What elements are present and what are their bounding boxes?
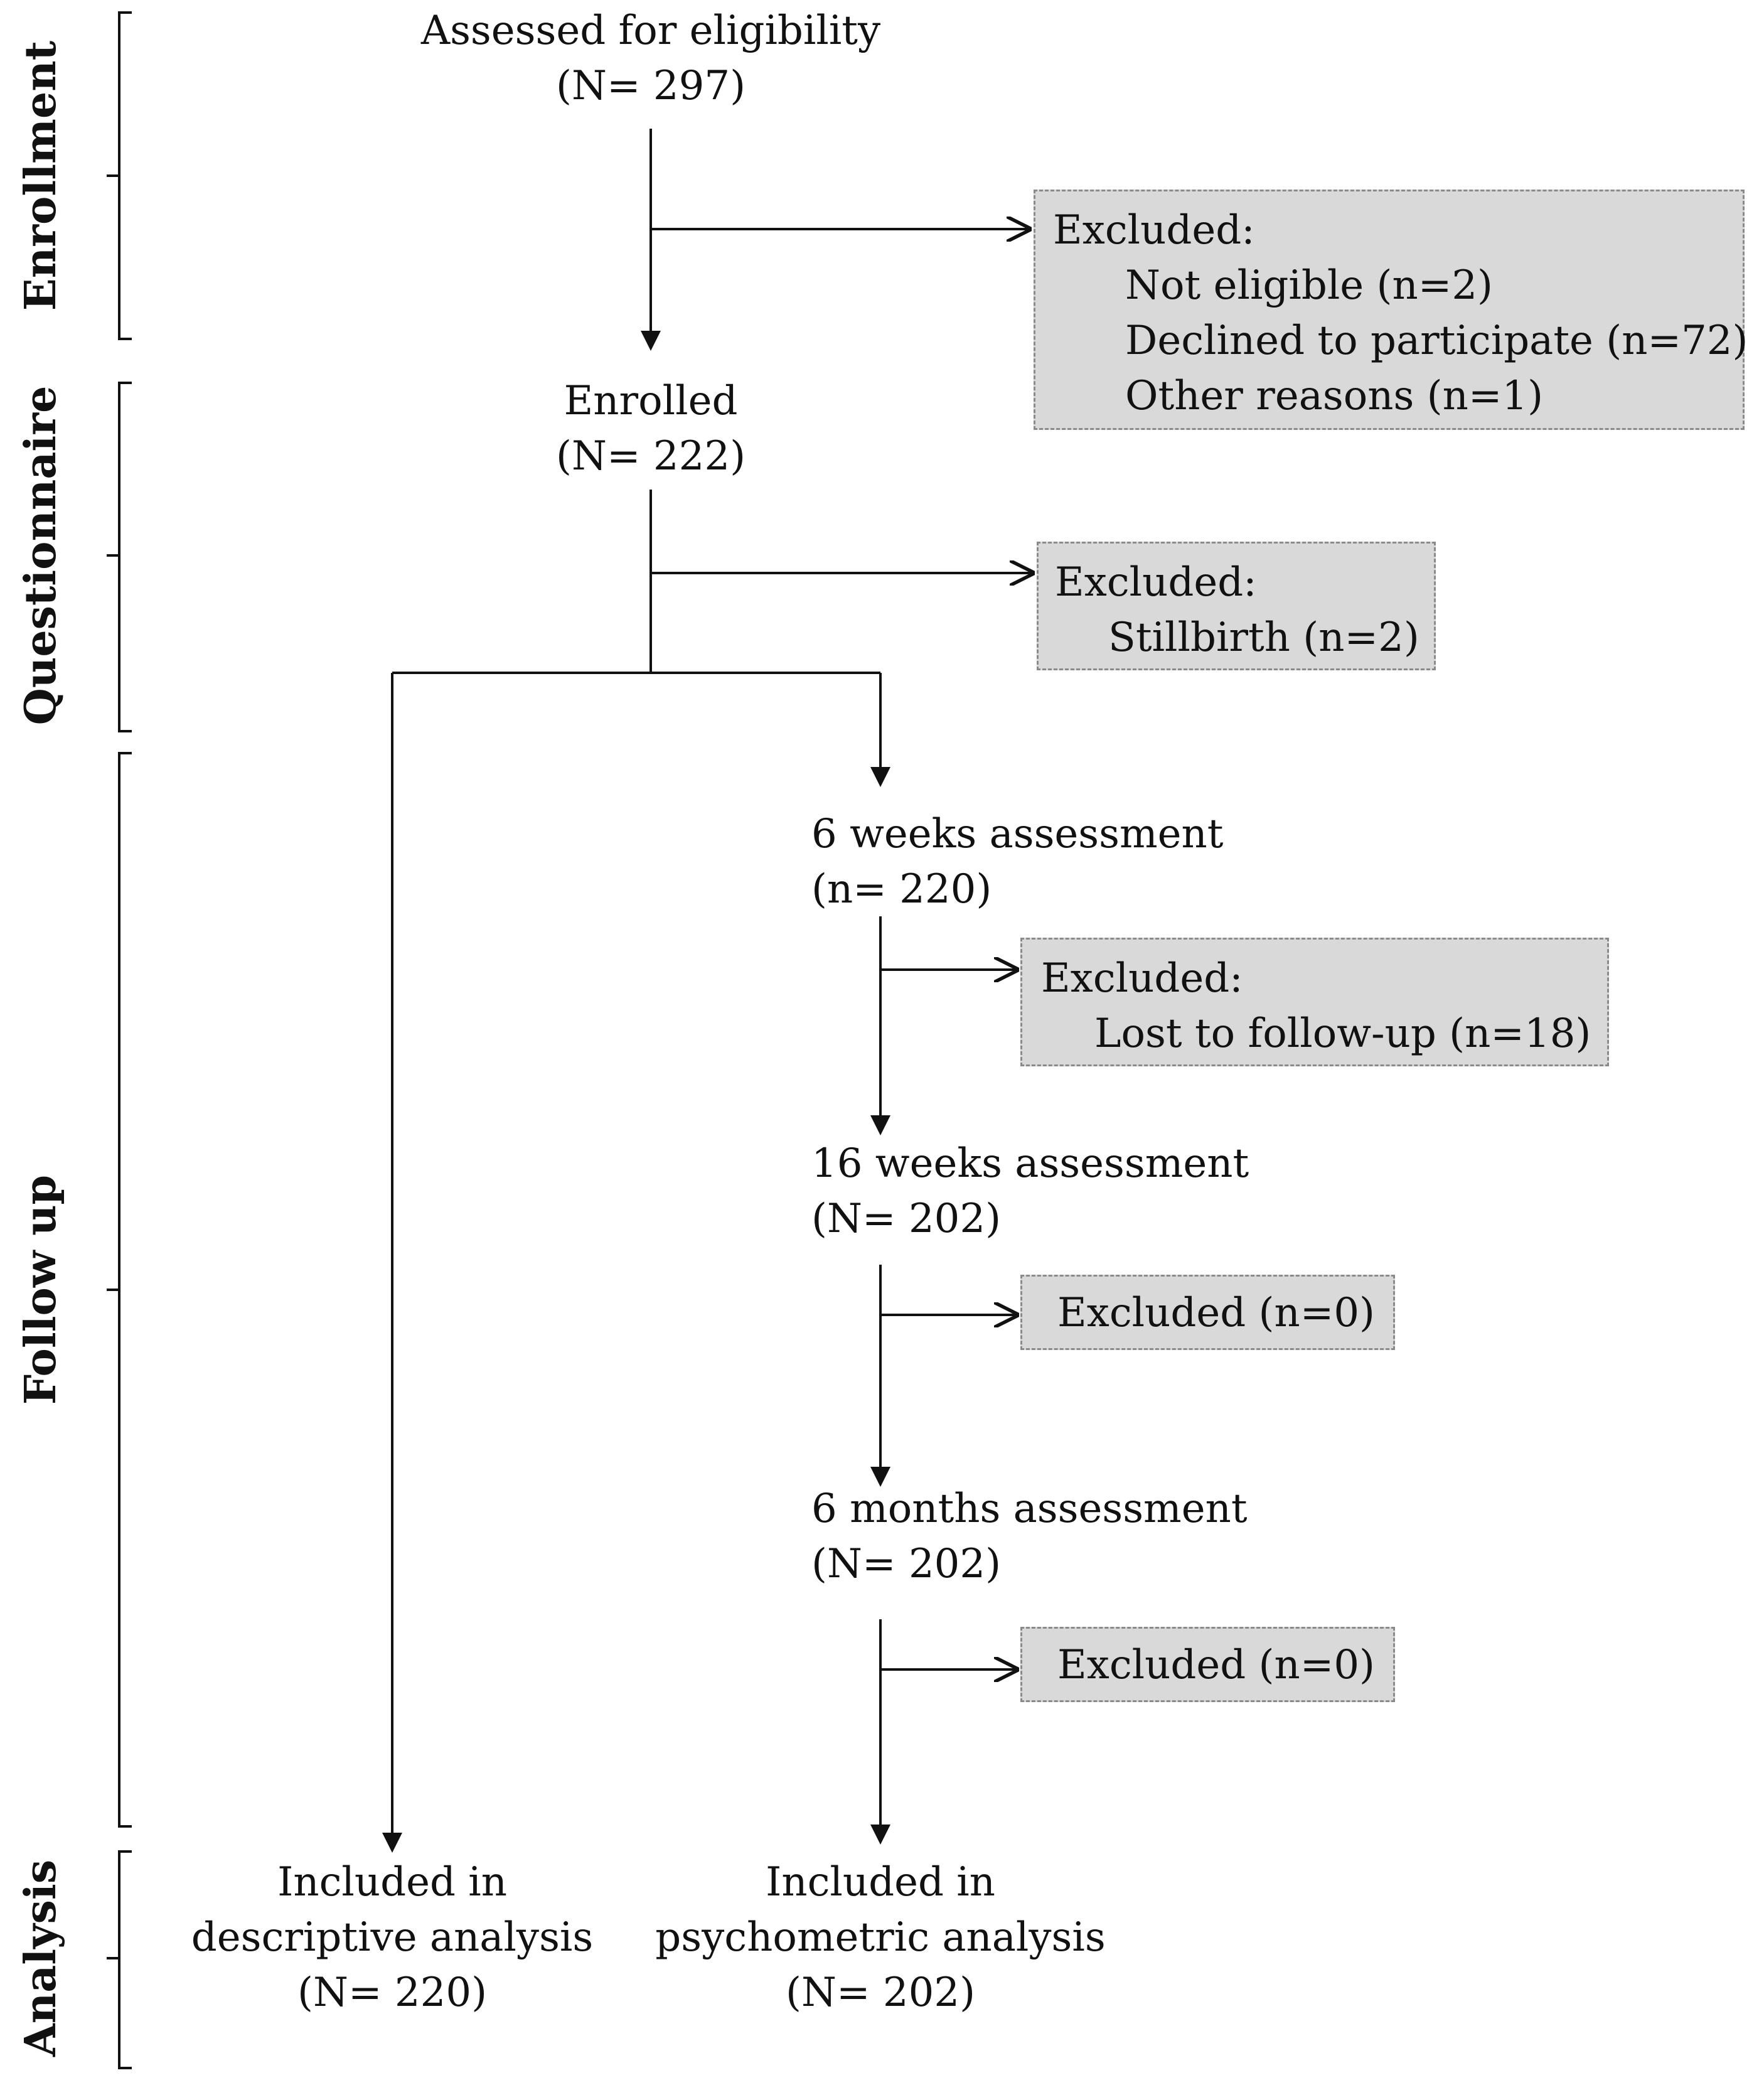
excluded-month6-label: Excluded (n=0) bbox=[1057, 1642, 1375, 1688]
excluded-box-week16: Excluded (n=0) bbox=[1020, 1275, 1395, 1350]
excluded-week16-label: Excluded (n=0) bbox=[1057, 1290, 1375, 1336]
node-assessed: Assessed for eligibility (N= 297) bbox=[400, 3, 902, 114]
excluded-questionnaire-item: Stillbirth (n=2) bbox=[1108, 614, 1419, 661]
node-psychometric-line2: psychometric analysis bbox=[655, 1914, 1106, 1961]
node-week6-title: 6 weeks assessment bbox=[811, 811, 1224, 857]
excluded-box-month6: Excluded (n=0) bbox=[1020, 1627, 1395, 1702]
bracket-analysis bbox=[107, 1850, 132, 2069]
node-descriptive-line2: descriptive analysis bbox=[191, 1914, 594, 1961]
excluded-box-enrollment: Excluded: Not eligible (n=2) Declined to… bbox=[1034, 190, 1748, 430]
node-week16-count: (N= 202) bbox=[811, 1196, 1002, 1242]
excluded-enrollment-item: Not eligible (n=2) bbox=[1125, 262, 1493, 309]
node-week6-count: (n= 220) bbox=[811, 866, 992, 913]
node-assessed-title: Assessed for eligibility bbox=[420, 8, 881, 54]
node-month6-count: (N= 202) bbox=[811, 1541, 1002, 1587]
node-month6: 6 months assessment (N= 202) bbox=[811, 1481, 1248, 1592]
node-psychometric-line1: Included in bbox=[766, 1859, 995, 1905]
excluded-enrollment-item: Declined to participate (n=72) bbox=[1125, 318, 1748, 364]
excluded-week6-item: Lost to follow-up (n=18) bbox=[1094, 1010, 1591, 1057]
node-psychometric-count: (N= 202) bbox=[785, 1969, 976, 2016]
node-month6-title: 6 months assessment bbox=[811, 1486, 1248, 1532]
node-week16: 16 weeks assessment (N= 202) bbox=[811, 1136, 1249, 1246]
bracket-followup bbox=[107, 752, 132, 1828]
node-descriptive-line1: Included in bbox=[277, 1859, 507, 1905]
node-enrolled-count: (N= 222) bbox=[555, 433, 746, 480]
stage-label-followup: Follow up bbox=[16, 1174, 66, 1405]
stage-label-analysis: Analysis bbox=[16, 1859, 66, 2057]
node-enrolled-title: Enrolled bbox=[564, 378, 738, 424]
excluded-enrollment-header: Excluded: bbox=[1053, 207, 1255, 254]
excluded-questionnaire-header: Excluded: bbox=[1055, 559, 1257, 606]
bracket-questionnaire bbox=[107, 382, 132, 732]
node-week16-title: 16 weeks assessment bbox=[811, 1140, 1249, 1187]
excluded-box-week6: Excluded: Lost to follow-up (n=18) bbox=[1020, 938, 1609, 1066]
excluded-box-questionnaire: Excluded: Stillbirth (n=2) bbox=[1037, 542, 1436, 670]
excluded-enrollment-item: Other reasons (n=1) bbox=[1125, 373, 1544, 419]
stage-label-enrollment: Enrollment bbox=[16, 40, 66, 311]
excluded-week6-header: Excluded: bbox=[1041, 955, 1243, 1002]
bracket-enrollment bbox=[107, 11, 132, 340]
node-week6: 6 weeks assessment (n= 220) bbox=[811, 807, 1223, 917]
node-psychometric: Included in psychometric analysis (N= 20… bbox=[629, 1855, 1131, 2020]
node-descriptive: Included in descriptive analysis (N= 220… bbox=[141, 1855, 643, 2020]
node-descriptive-count: (N= 220) bbox=[297, 1969, 488, 2016]
node-assessed-count: (N= 297) bbox=[555, 63, 746, 109]
stage-label-questionnaire: Questionnaire bbox=[16, 385, 66, 726]
node-enrolled: Enrolled (N= 222) bbox=[462, 373, 839, 484]
